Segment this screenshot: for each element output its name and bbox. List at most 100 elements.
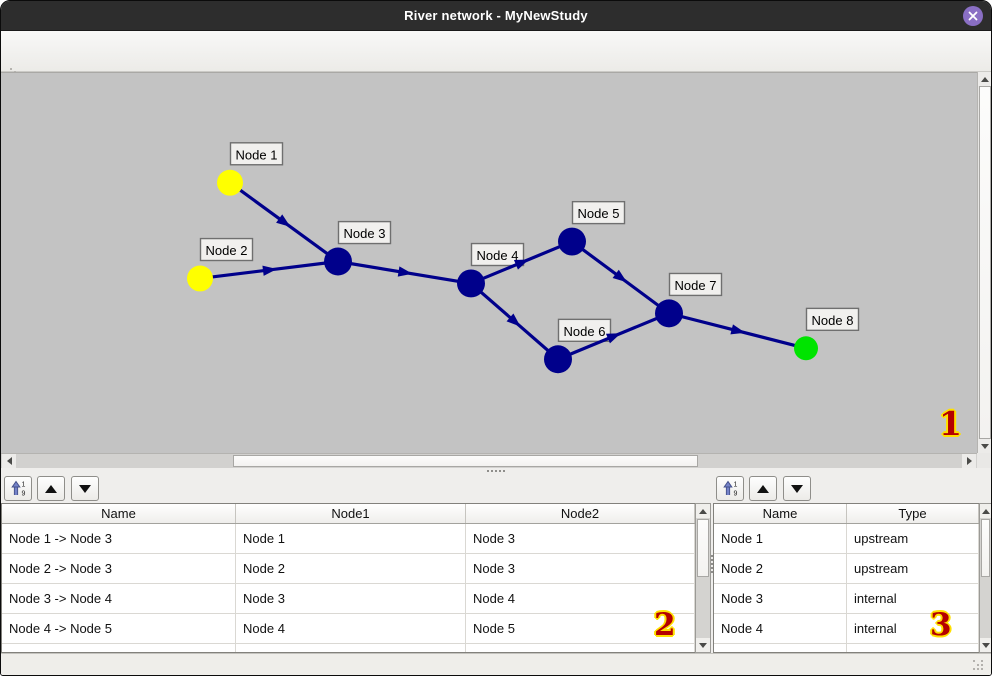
sort-icon: 1 9 [722, 480, 737, 498]
node-label-box [337, 220, 392, 245]
table-cell [714, 644, 847, 652]
move-down-icon [791, 484, 803, 493]
scroll-right-button[interactable] [962, 454, 976, 468]
node-label: Node 6 [564, 324, 606, 339]
scrollbar-thumb[interactable] [981, 519, 990, 577]
resize-grip-icon[interactable] [973, 660, 985, 672]
network-node[interactable] [655, 299, 683, 328]
svg-text:1: 1 [21, 482, 25, 489]
sort-button[interactable]: 1 9 [716, 476, 744, 501]
table-cell: Node 1 [236, 524, 466, 553]
canvas-vertical-scrollbar [977, 72, 991, 453]
table-row-partial [2, 644, 695, 652]
column-header[interactable]: Node1 [236, 504, 466, 523]
node-label-box [668, 272, 723, 297]
svg-text:1: 1 [733, 482, 737, 489]
edge-arrow-icon [605, 333, 621, 344]
move-down-button[interactable] [71, 476, 99, 501]
table-cell: Node 3 -> Node 4 [2, 584, 236, 613]
sort-icon: 1 9 [10, 480, 25, 498]
scroll-up-button[interactable] [696, 504, 710, 518]
toolbar-grip-handle[interactable] [10, 68, 18, 94]
network-node[interactable] [324, 247, 352, 276]
scrollbar-thumb[interactable] [697, 519, 709, 577]
network-node[interactable] [794, 336, 818, 361]
node-label: Node 5 [578, 206, 620, 221]
column-header[interactable]: Name [2, 504, 236, 523]
table-cell: Node 2 [714, 554, 847, 583]
node-label: Node 2 [206, 243, 248, 258]
move-down-icon [79, 484, 91, 493]
table-cell [847, 644, 979, 652]
table-cell: internal [847, 584, 979, 613]
edge-arrow-icon [506, 313, 521, 327]
scroll-left-button[interactable] [2, 454, 16, 468]
node-label: Node 8 [812, 313, 854, 328]
network-node[interactable] [457, 269, 485, 298]
network-node[interactable] [187, 265, 213, 292]
scroll-down-button[interactable] [980, 638, 991, 652]
scroll-down-button[interactable] [978, 439, 991, 453]
table-cell: Node 2 [236, 554, 466, 583]
scroll-up-button[interactable] [978, 72, 991, 86]
node-label-box [229, 142, 284, 166]
network-node[interactable] [558, 227, 586, 256]
node-label-box [199, 237, 254, 262]
panel-splitter[interactable] [711, 473, 713, 653]
move-up-button[interactable] [749, 476, 777, 501]
move-up-button[interactable] [37, 476, 65, 501]
table-cell: Node 3 [236, 584, 466, 613]
column-header[interactable]: Node2 [466, 504, 695, 523]
table-cell: Node 4 -> Node 5 [2, 614, 236, 643]
titlebar: River network - MyNewStudy [1, 1, 991, 31]
network-node[interactable] [544, 345, 572, 374]
scroll-down-button[interactable] [696, 638, 710, 652]
column-header[interactable]: Name [714, 504, 847, 523]
table-cell: Node 3 [466, 554, 695, 583]
table-cell [466, 644, 695, 652]
move-down-button[interactable] [783, 476, 811, 501]
node-label-box [557, 318, 612, 342]
edge-arrow-icon [397, 266, 413, 277]
arrow-down-icon [981, 443, 989, 449]
svg-text:9: 9 [21, 491, 25, 498]
scroll-up-button[interactable] [980, 504, 991, 518]
sort-button[interactable]: 1 9 [4, 476, 32, 501]
splitter-handle-icon [487, 470, 489, 472]
edge-arrow-icon [513, 259, 529, 270]
vertical-scrollbar-thumb[interactable] [979, 86, 991, 439]
scrollbar-corner [977, 453, 991, 468]
node-label: Node 7 [675, 278, 717, 293]
close-button[interactable] [963, 6, 983, 26]
status-strip [1, 653, 991, 675]
close-icon [968, 11, 978, 21]
annotation-marker-3: 3 [930, 607, 952, 643]
svg-text:9: 9 [733, 491, 737, 498]
main-toolbar [1, 31, 991, 90]
edge-arrow-icon [612, 269, 627, 283]
table-cell: Node 4 [466, 584, 695, 613]
horizontal-scrollbar-thumb[interactable] [233, 455, 698, 467]
horizontal-splitter[interactable] [1, 468, 991, 473]
table-cell: upstream [847, 524, 979, 553]
arrow-up-icon [981, 76, 989, 82]
network-node[interactable] [217, 169, 243, 196]
edge-arrow-icon [730, 324, 746, 335]
splitter-handle-icon [711, 555, 713, 557]
table-cell: Node 4 [714, 614, 847, 643]
column-header[interactable]: Type [847, 504, 979, 523]
node-label: Node 1 [236, 147, 278, 162]
